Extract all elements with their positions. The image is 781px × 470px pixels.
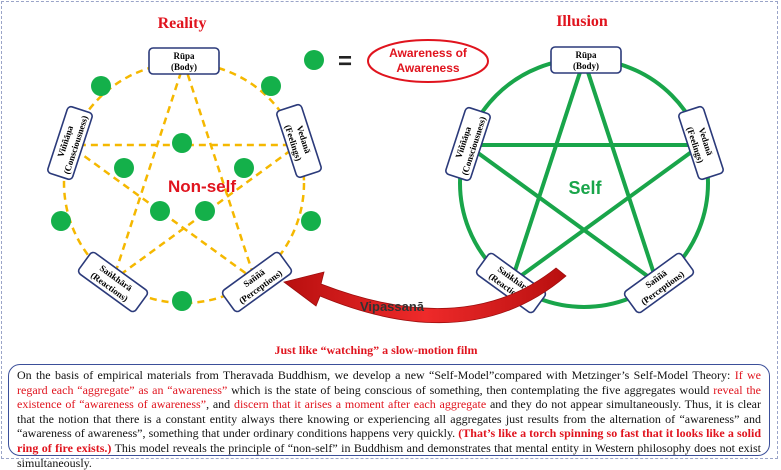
left-title: Reality <box>158 15 207 32</box>
illusion-star <box>465 58 703 285</box>
reality-dashed-star <box>65 58 302 284</box>
svg-text:Rūpa: Rūpa <box>575 50 597 60</box>
awareness-dot <box>91 76 111 96</box>
svg-text:(Body): (Body) <box>171 62 197 72</box>
awareness-dot <box>234 158 254 178</box>
vipassana-arrow: Vipassanā Just like “watching” a slow-mo… <box>274 267 567 357</box>
aggregate-box-sanna-right: Saññā (Perceptions) <box>623 252 695 314</box>
awareness-dot <box>150 201 170 221</box>
caption-text: which is the state of being conscious of… <box>227 382 714 397</box>
right-title: Illusion <box>556 13 608 30</box>
awareness-dot <box>172 291 192 311</box>
awareness-dot <box>301 211 321 231</box>
legend: = Awareness of Awareness <box>304 39 489 83</box>
caption-text: and they do not appear simultaneously. T… <box>17 397 761 441</box>
awareness-dot <box>195 201 215 221</box>
illusion-diagram: Self Rūpa (Body) Vedanā (Feelings) Saññā… <box>445 46 724 314</box>
caption-text: , and <box>206 397 234 412</box>
awareness-dot <box>261 76 281 96</box>
legend-label-line2: Awareness <box>396 61 459 75</box>
vipassana-label: Vipassanā <box>360 299 425 314</box>
caption-text: This model reveals the principle of “non… <box>17 440 761 470</box>
svg-text:Rūpa: Rūpa <box>173 51 195 61</box>
legend-ellipse <box>367 39 489 83</box>
aggregate-box-vedana: Vedanā (Feelings) <box>276 103 322 179</box>
arrow-caption: Just like “watching” a slow-motion film <box>274 343 477 357</box>
curved-arrow-body <box>283 267 567 324</box>
caption-text: On the basis of empirical materials from… <box>17 368 735 382</box>
caption-highlight: discern that it arises a moment after ea… <box>233 397 487 412</box>
svg-text:(Body): (Body) <box>573 61 599 71</box>
aggregate-box-vinnana-right: Viññāṇa (Consciousness) <box>445 106 491 182</box>
caption-box: On the basis of empirical materials from… <box>8 364 770 470</box>
aggregate-box-sanna: Saññā (Perceptions) <box>221 251 293 313</box>
awareness-dot <box>172 133 192 153</box>
self-label: Self <box>568 178 602 198</box>
awareness-dot <box>114 158 134 178</box>
non-self-label: Non-self <box>168 177 236 196</box>
legend-label-line1: Awareness of <box>389 46 468 60</box>
awareness-dot <box>51 211 71 231</box>
caption-highlight: reveal the existence of “awareness of aw… <box>17 382 762 412</box>
reality-diagram: Non-self Rūpa (Body) Vedanā (Feelings) S… <box>47 47 322 313</box>
aggregate-box-sankhara: Saṅkhārā (Reactions) <box>77 251 149 313</box>
legend-dot <box>304 50 324 70</box>
legend-equals: = <box>338 48 352 75</box>
aggregate-box-rupa-right: Rūpa (Body) <box>550 46 622 74</box>
caption-highlight: If we regard each “aggregate” as an “awa… <box>17 368 761 397</box>
aggregate-box-vinnana: Viññāṇa (Consciousness) <box>47 105 93 181</box>
aggregate-box-rupa: Rūpa (Body) <box>148 47 220 75</box>
caption-bold-highlight: (That’s like a torch spinning so fast th… <box>17 426 761 455</box>
figure-frame <box>1 1 778 459</box>
